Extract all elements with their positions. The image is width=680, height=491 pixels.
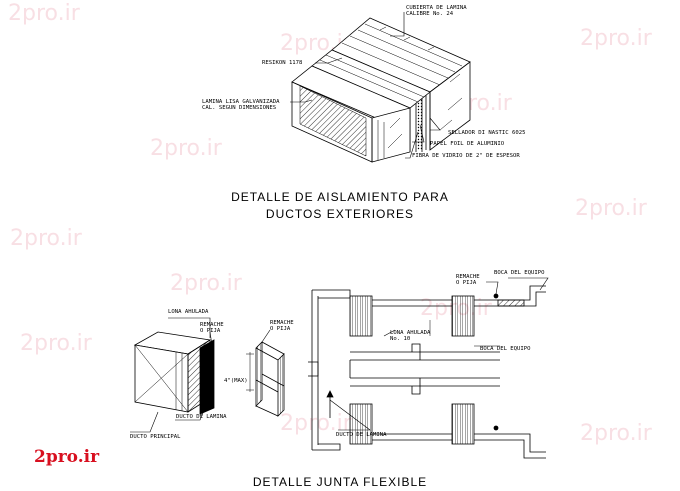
bottom-right-leaders: [329, 277, 549, 431]
label-dim-max: 4"(MAX): [224, 378, 248, 384]
watermark-text: 2pro.ir: [170, 271, 243, 296]
watermark-text: 2pro.ir: [150, 136, 223, 161]
flex-block-lower-right: [451, 403, 475, 445]
watermark-text: 2pro.ir: [10, 226, 83, 251]
bottom-left-leaders: [130, 317, 271, 433]
label-lona-ahulada-r1: LONA AHULADA: [390, 330, 431, 336]
watermark-text: 2pro.ir: [280, 411, 353, 436]
insulated-duct-drawing: [291, 17, 471, 163]
label-lamina-2: CAL. SEGUN DIMENSIONES: [202, 105, 276, 111]
label-ducto-lamina-right: DUCTO DE LAMINA: [336, 432, 387, 438]
label-papel: PAPEL FOIL DE ALUMINIO: [430, 141, 505, 147]
label-remache-l1: REMACHE: [200, 322, 224, 328]
flexible-joint-iso: [133, 331, 215, 415]
lona-black-band: [199, 339, 215, 415]
watermark-text: 2pro.ir: [20, 331, 93, 356]
lamina-hatch: [299, 85, 367, 157]
flex-block-lower-left: [349, 403, 373, 445]
flex-block-upper-right: [451, 295, 475, 337]
watermark-text: 2pro.ir: [580, 421, 653, 446]
label-ducto-principal: DUCTO PRINCIPAL: [130, 434, 181, 440]
watermark-text: 2pro.ir: [575, 196, 648, 221]
label-remache-r1: REMACHE: [456, 274, 480, 280]
label-lamina-1: LAMINA LISA GALVANIZADA: [202, 99, 280, 105]
label-boca-equipo-top: BOCA DEL EQUIPO: [494, 270, 545, 276]
label-reskon: RESIKON 1178: [262, 60, 303, 66]
label-remache-m1: REMACHE: [270, 320, 294, 326]
label-cubierta-2: CALIBRE No. 24: [406, 11, 454, 17]
label-cubierta-1: CUBIERTA DE LAMINA: [406, 5, 467, 11]
top-leader-lines: [290, 12, 441, 159]
label-fibra: FIBRA DE VIDRIO DE 2" DE ESPESOR: [412, 153, 520, 159]
label-sellador: SELLADOR DI NASTIC 6025: [448, 130, 525, 136]
label-remache-m2: O PIJA: [270, 326, 291, 332]
watermark-text: 2pro.ir: [8, 1, 81, 26]
flex-block-upper-left: [349, 295, 373, 337]
inner-duct-end: [371, 107, 411, 163]
label-remache-l2: O PIJA: [200, 328, 221, 334]
title-junta-flexible: DETALLE JUNTA FLEXIBLE: [253, 475, 427, 489]
brand-logo: 2pro.ir: [34, 447, 100, 467]
title-aislamiento-1: DETALLE DE AISLAMIENTO PARA: [231, 190, 449, 204]
watermark-text: 2pro.ir: [580, 26, 653, 51]
label-remache-r2: O PIJA: [456, 280, 477, 286]
label-boca-equipo-mid: BOCA DEL EQUIPO: [480, 346, 531, 352]
label-ducto-lamina-left: DUCTO DE LAMINA: [176, 414, 227, 420]
label-lona-ahulada: LONA AHULADA: [168, 309, 209, 315]
flange-section: [246, 341, 285, 417]
title-aislamiento-2: DUCTOS EXTERIORES: [266, 207, 414, 221]
label-lona-ahulada-r2: No. 10: [390, 336, 410, 342]
flexible-joint-section: [308, 285, 546, 459]
